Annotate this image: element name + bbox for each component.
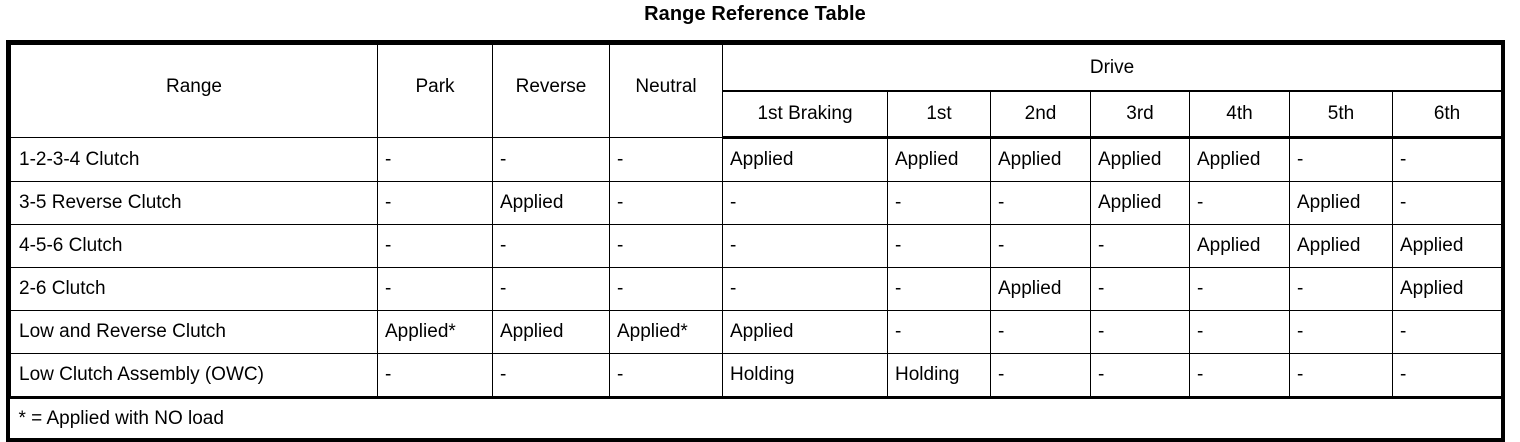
cell-6th: - xyxy=(1391,353,1503,399)
column-header-6th: 6th xyxy=(1391,90,1503,139)
column-header-reverse: Reverse xyxy=(492,44,610,138)
cell-2nd: Applied xyxy=(990,137,1091,182)
cell-reverse: - xyxy=(492,353,610,399)
column-header-range: Range xyxy=(10,44,378,138)
table-row: Low Clutch Assembly (OWC) - - - Holding … xyxy=(10,353,1503,399)
cell-3rd: - xyxy=(1090,267,1190,311)
cell-6th: - xyxy=(1391,181,1503,225)
cell-neutral: - xyxy=(609,267,723,311)
column-header-1st: 1st xyxy=(887,90,991,139)
cell-5th: - xyxy=(1289,310,1393,354)
column-header-drive-group: Drive xyxy=(721,44,1503,92)
cell-5th: - xyxy=(1289,353,1393,399)
cell-6th: Applied xyxy=(1391,224,1503,268)
cell-reverse: - xyxy=(492,224,610,268)
cell-2nd: - xyxy=(990,224,1091,268)
cell-1st-braking: - xyxy=(722,181,888,225)
cell-1st: Holding xyxy=(887,353,991,399)
column-header-2nd: 2nd xyxy=(990,90,1091,139)
cell-5th: Applied xyxy=(1289,181,1393,225)
cell-range: 2-6 Clutch xyxy=(10,267,378,311)
cell-4th: - xyxy=(1189,181,1290,225)
cell-5th: Applied xyxy=(1289,224,1393,268)
cell-4th: - xyxy=(1189,267,1290,311)
cell-range: 1-2-3-4 Clutch xyxy=(10,137,378,182)
cell-1st: - xyxy=(887,267,991,311)
cell-3rd: - xyxy=(1090,224,1190,268)
cell-1st: - xyxy=(887,224,991,268)
column-header-3rd: 3rd xyxy=(1090,90,1190,139)
cell-3rd: - xyxy=(1090,353,1190,399)
column-header-4th: 4th xyxy=(1189,90,1290,139)
cell-park: - xyxy=(377,353,493,399)
cell-4th: Applied xyxy=(1189,137,1290,182)
cell-1st-braking: Applied xyxy=(722,310,888,354)
range-reference-table-container: Range Park Reverse Neutral Drive 1st Bra… xyxy=(6,40,1505,442)
cell-range: Low and Reverse Clutch xyxy=(10,310,378,354)
footnote-row: * = Applied with NO load xyxy=(11,398,1502,439)
cell-park: - xyxy=(377,224,493,268)
cell-neutral: - xyxy=(609,137,723,182)
cell-3rd: Applied xyxy=(1090,137,1190,182)
cell-1st-braking: Holding xyxy=(722,353,888,399)
cell-1st-braking: - xyxy=(722,267,888,311)
cell-2nd: - xyxy=(990,181,1091,225)
cell-4th: Applied xyxy=(1189,224,1290,268)
cell-4th: - xyxy=(1189,353,1290,399)
header-row-drive-subcolumns: 1st Braking 1st 2nd 3rd 4th 5th 6th xyxy=(11,90,1503,139)
cell-neutral: Applied* xyxy=(609,310,723,354)
cell-park: Applied* xyxy=(377,310,493,354)
header-row-group: Range Park Reverse Neutral Drive xyxy=(10,44,1503,138)
table-row: 1-2-3-4 Clutch - - - Applied Applied App… xyxy=(10,137,1503,182)
cell-reverse: - xyxy=(492,267,610,311)
column-header-neutral: Neutral xyxy=(609,44,723,138)
cell-5th: - xyxy=(1289,137,1393,182)
cell-1st: Applied xyxy=(887,137,991,182)
table-row: Low and Reverse Clutch Applied* Applied … xyxy=(10,310,1503,354)
cell-3rd: Applied xyxy=(1090,181,1190,225)
cell-2nd: - xyxy=(990,353,1091,399)
cell-1st: - xyxy=(887,310,991,354)
cell-6th: - xyxy=(1391,310,1503,354)
cell-park: - xyxy=(377,137,493,182)
cell-2nd: Applied xyxy=(990,267,1091,311)
table-row: 2-6 Clutch - - - - - Applied - - - Appli… xyxy=(10,267,1503,311)
table-footnote: * = Applied with NO load xyxy=(18,408,224,429)
column-header-park: Park xyxy=(377,44,493,138)
cell-1st: - xyxy=(887,181,991,225)
cell-range: 3-5 Reverse Clutch xyxy=(10,181,378,225)
cell-park: - xyxy=(377,181,493,225)
cell-1st-braking: - xyxy=(722,224,888,268)
page-root: Range Reference Table Range Park xyxy=(6,3,1505,442)
column-header-1st-braking: 1st Braking xyxy=(722,90,888,139)
table-row: 4-5-6 Clutch - - - - - - - Applied Appli… xyxy=(10,224,1503,268)
cell-6th: Applied xyxy=(1391,267,1503,311)
cell-reverse: Applied xyxy=(492,310,610,354)
cell-6th: - xyxy=(1391,137,1503,182)
cell-range: Low Clutch Assembly (OWC) xyxy=(10,353,378,399)
cell-reverse: Applied xyxy=(492,181,610,225)
table-body: 1-2-3-4 Clutch - - - Applied Applied App… xyxy=(10,137,1503,439)
cell-range: 4-5-6 Clutch xyxy=(10,224,378,268)
cell-1st-braking: Applied xyxy=(722,137,888,182)
range-reference-table: Range Park Reverse Neutral Drive 1st Bra… xyxy=(10,44,1503,439)
cell-neutral: - xyxy=(609,353,723,399)
cell-neutral: - xyxy=(609,181,723,225)
cell-park: - xyxy=(377,267,493,311)
cell-3rd: - xyxy=(1090,310,1190,354)
page-title: Range Reference Table xyxy=(644,3,866,25)
cell-neutral: - xyxy=(609,224,723,268)
cell-reverse: - xyxy=(492,137,610,182)
cell-2nd: - xyxy=(990,310,1091,354)
cell-4th: - xyxy=(1189,310,1290,354)
table-row: 3-5 Reverse Clutch - Applied - - - - App… xyxy=(10,181,1503,225)
column-header-5th: 5th xyxy=(1289,90,1393,139)
table-header: Range Park Reverse Neutral Drive 1st Bra… xyxy=(10,44,1503,139)
cell-5th: - xyxy=(1289,267,1393,311)
